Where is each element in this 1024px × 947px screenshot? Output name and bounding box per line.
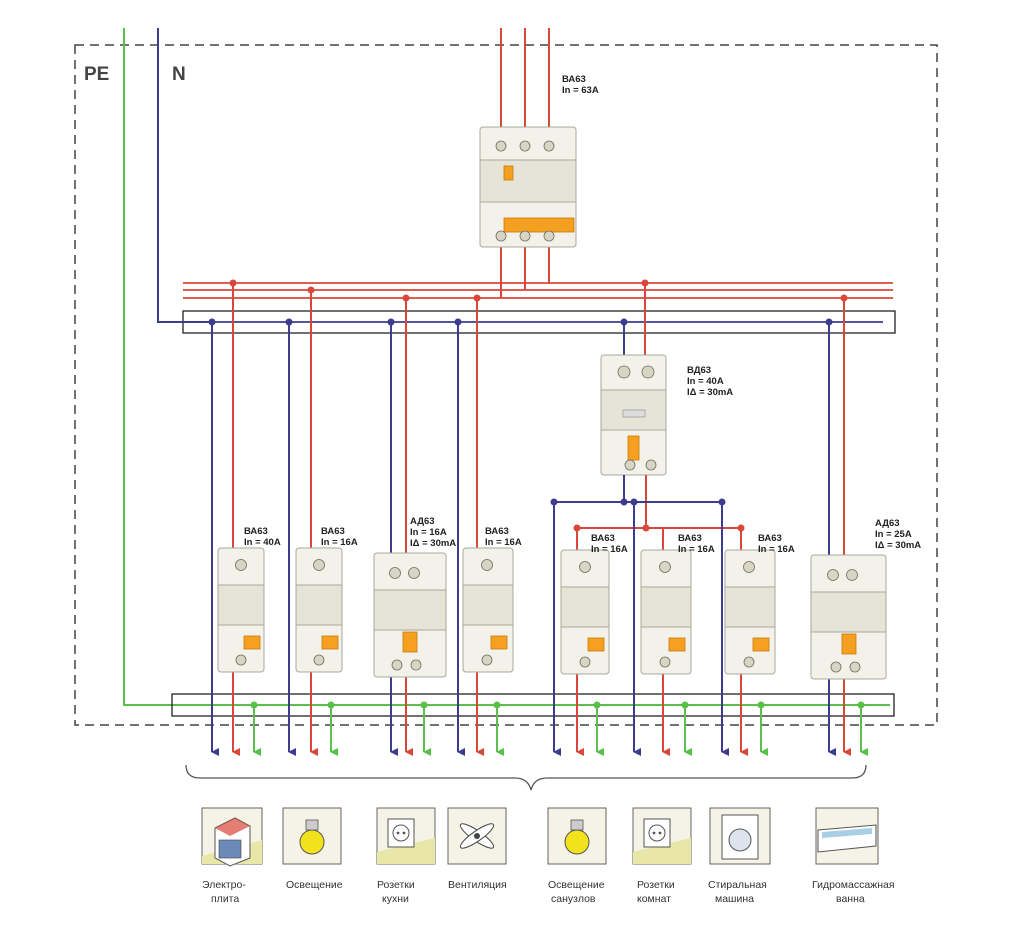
- main-rcd: [600, 354, 667, 476]
- breaker-3-rcbo: [373, 552, 447, 678]
- breaker-1-rating: In = 40A: [244, 537, 281, 548]
- incoming-phases: [500, 28, 550, 298]
- bathtub-icon: [815, 807, 879, 865]
- load-1-label-line1: Электро-: [202, 879, 246, 891]
- breaker-5: [560, 549, 610, 675]
- breaker-3-model: АД63: [410, 516, 435, 527]
- phase-busbars: [183, 282, 893, 299]
- rcd-outputs: [550, 475, 745, 532]
- fan-icon: [447, 807, 507, 865]
- stove-icon: [201, 807, 263, 867]
- breaker-3-leakage: IΔ = 30mA: [410, 538, 456, 549]
- breaker-8-model: АД63: [875, 518, 900, 529]
- pe-busbar: [171, 693, 895, 717]
- load-7-label-line1: Стиральная: [708, 879, 767, 891]
- load-3-label-line1: Розетки: [377, 879, 415, 891]
- load-5-label-line1: Освещение: [548, 879, 605, 891]
- rcd-leakage: IΔ = 30mA: [687, 387, 733, 398]
- main-breaker: [479, 126, 577, 248]
- load-2-label-line1: Освещение: [286, 879, 343, 891]
- circuit-wiring: [211, 283, 868, 756]
- main-breaker-rating: In = 63A: [562, 85, 599, 96]
- loads-brace: [185, 764, 867, 791]
- socket-icon: [632, 807, 692, 865]
- breaker-4-rating: In = 16A: [485, 537, 522, 548]
- load-5-label-line2: санузлов: [551, 893, 596, 905]
- breaker-7-model: ВА63: [758, 533, 782, 544]
- load-6-label-line2: комнат: [637, 893, 671, 905]
- rcd-rating: In = 40A: [687, 376, 724, 387]
- breaker-specs: ВА63 In = 40A ВА63 In = 16A АД63 In = 16…: [244, 516, 921, 555]
- load-4-label-line1: Вентиляция: [448, 879, 507, 891]
- bus-taps: [208, 279, 865, 709]
- load-8-label-line2: ванна: [836, 893, 865, 905]
- n-bus-label: N: [172, 64, 186, 85]
- main-breaker-model: ВА63: [562, 74, 586, 85]
- lightbulb-icon: [547, 807, 607, 865]
- breaker-7: [724, 549, 776, 675]
- breaker-1-model: ВА63: [244, 526, 268, 537]
- breaker-2-rating: In = 16A: [321, 537, 358, 548]
- load-6-label-line1: Розетки: [637, 879, 675, 891]
- breaker-7-rating: In = 16A: [758, 544, 795, 555]
- breaker-6-rating: In = 16A: [678, 544, 715, 555]
- breaker-6-model: ВА63: [678, 533, 702, 544]
- breaker-4-model: ВА63: [485, 526, 509, 537]
- washing-machine-icon: [709, 807, 771, 865]
- lightbulb-icon: [282, 807, 342, 865]
- cabinet-boundary: [74, 44, 938, 726]
- breaker-6: [640, 549, 692, 675]
- breaker-2: [295, 547, 343, 673]
- breaker-5-rating: In = 16A: [591, 544, 628, 555]
- breaker-1: [217, 547, 265, 673]
- breaker-3-rating: In = 16A: [410, 527, 447, 538]
- breaker-5-model: ВА63: [591, 533, 615, 544]
- pe-bus-label: PE: [84, 64, 109, 85]
- load-3-label-line2: кухни: [382, 893, 409, 905]
- breaker-8-rating: In = 25A: [875, 529, 912, 540]
- load-1-label-line2: плита: [211, 893, 239, 905]
- breaker-2-model: ВА63: [321, 526, 345, 537]
- rcd-model: ВД63: [687, 365, 711, 376]
- breaker-8-rcbo: [810, 554, 887, 680]
- socket-icon: [376, 807, 436, 865]
- breaker-8-leakage: IΔ = 30mA: [875, 540, 921, 551]
- breaker-4: [462, 547, 514, 673]
- load-8-label-line1: Гидромассажная: [812, 879, 895, 891]
- load-captions: Электро- плита Освещение Розетки кухни В…: [202, 879, 895, 905]
- load-7-label-line2: машина: [715, 893, 754, 905]
